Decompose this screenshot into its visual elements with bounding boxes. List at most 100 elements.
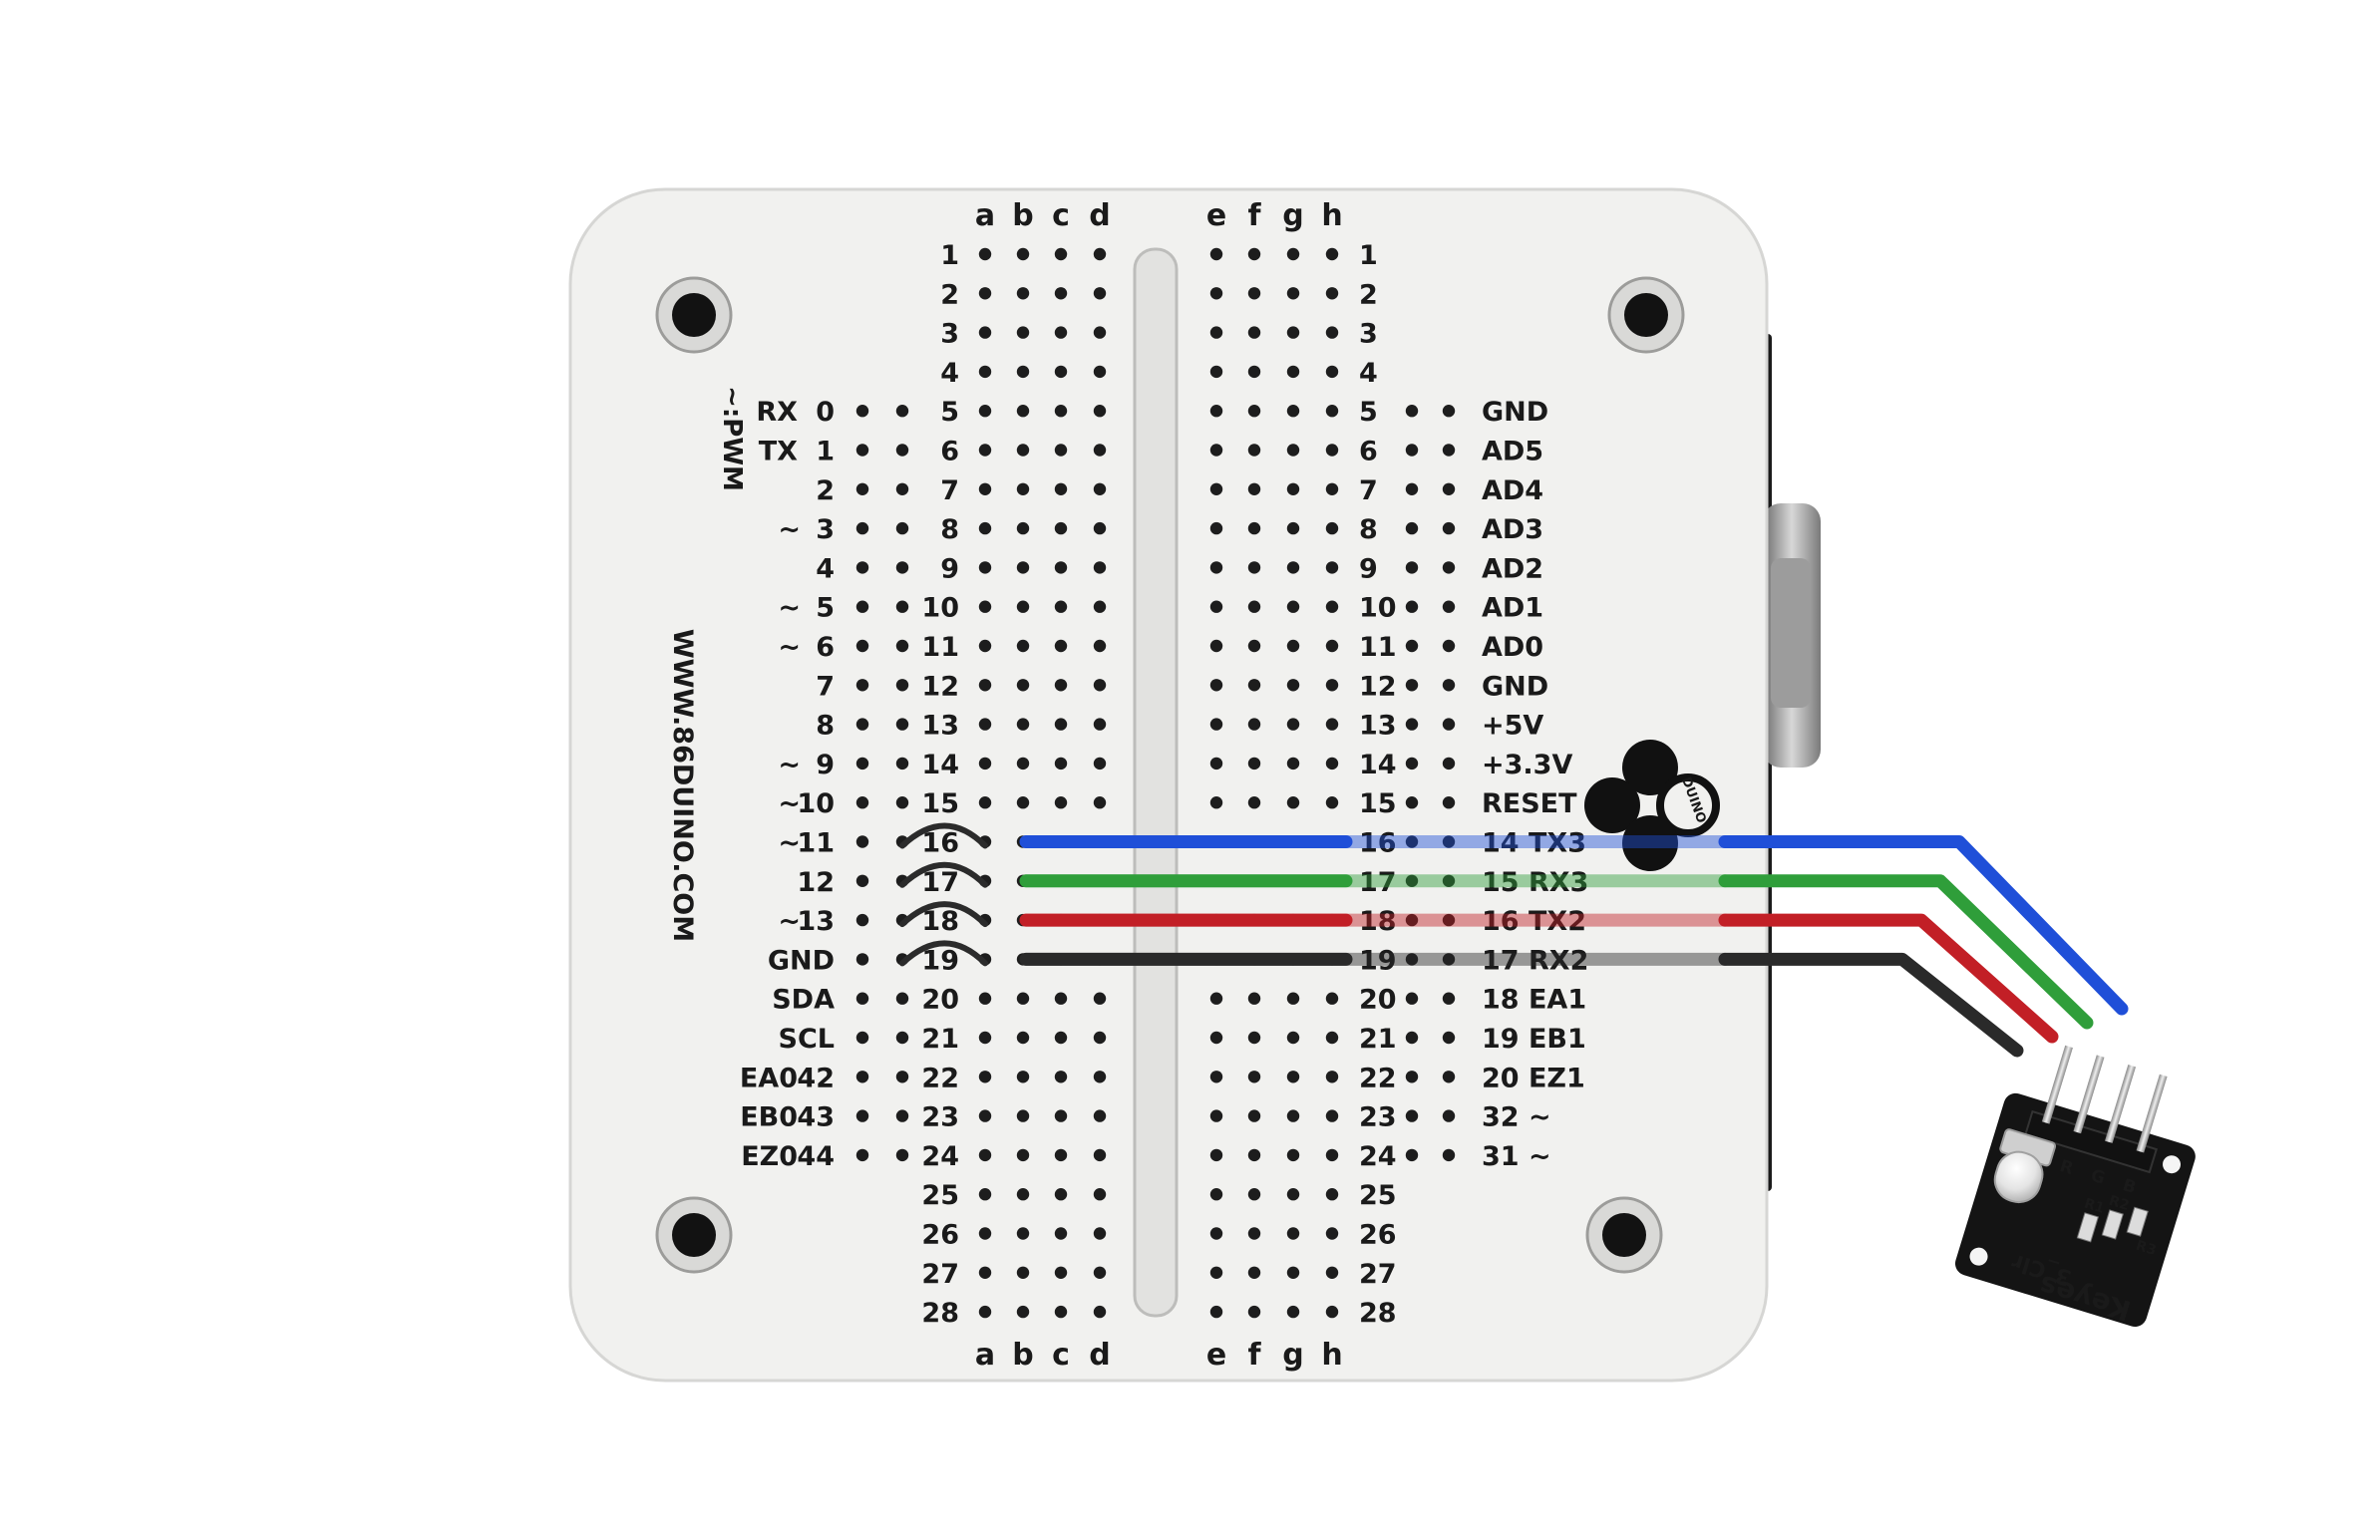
breadboard-hole — [1209, 561, 1223, 574]
pin-hole — [1405, 953, 1419, 966]
breadboard-hole — [978, 1266, 992, 1280]
breadboard-hole — [978, 247, 992, 261]
pin-hole — [1442, 405, 1456, 418]
breadboard-hole — [1325, 1031, 1339, 1045]
row-label-right: 16 — [1359, 828, 1397, 859]
row-label-right: 27 — [1359, 1259, 1397, 1290]
left-pin-number: 1 — [816, 437, 835, 467]
left-pin-name: ~ — [778, 788, 801, 819]
breadboard-hole — [978, 1227, 992, 1240]
breadboard-hole — [1209, 639, 1223, 653]
row-label-right: 7 — [1359, 475, 1378, 506]
row-label-right: 26 — [1359, 1220, 1397, 1251]
column-label-bottom: f — [1247, 1338, 1261, 1373]
breadboard-hole — [1093, 405, 1107, 418]
breadboard-hole — [1209, 1109, 1223, 1122]
breadboard-hole — [978, 365, 992, 379]
duino-logo-icon: DUINO — [1584, 740, 1720, 871]
pin-hole — [895, 521, 909, 535]
resistor-label: R2 — [2107, 1193, 2131, 1214]
wire — [1718, 913, 2059, 1044]
breadboard-hole — [1209, 247, 1223, 261]
row-label-right: 23 — [1359, 1102, 1397, 1133]
breadboard-hole — [1325, 718, 1339, 731]
pin-hole — [855, 561, 869, 574]
resistor-label: R3 — [2134, 1238, 2158, 1259]
row-label-left: 12 — [921, 671, 959, 702]
column-label-top: f — [1247, 198, 1261, 233]
breadboard-hole — [1286, 521, 1300, 535]
left-pin-number: SCL — [779, 1024, 835, 1055]
breadboard-hole — [1093, 1071, 1107, 1083]
resistor-label: R1 — [2082, 1196, 2106, 1217]
breadboard-hole — [1325, 796, 1339, 809]
pin-hole — [1442, 913, 1456, 927]
breadboard-hole — [1247, 1227, 1261, 1240]
breadboard-hole — [1054, 444, 1068, 457]
breadboard-hole — [1209, 1071, 1223, 1083]
pin-hole — [1442, 757, 1456, 770]
breadboard-hole — [1093, 365, 1107, 379]
left-pin-name: EA0 — [740, 1063, 798, 1093]
right-pin-label: 19 EB1 — [1482, 1024, 1586, 1055]
row-label-right: 14 — [1359, 750, 1397, 780]
right-pin-label: AD4 — [1482, 475, 1543, 506]
left-pin-number: 7 — [816, 671, 835, 702]
breadboard-hole — [1247, 1266, 1261, 1280]
breadboard-hole — [1016, 521, 1030, 535]
breadboard-hole — [1093, 482, 1107, 495]
left-pin-number: 0 — [816, 397, 835, 428]
column-label-top: a — [975, 198, 995, 233]
right-pin-label: +5V — [1482, 711, 1543, 742]
breadboard-hole — [1093, 796, 1107, 809]
row-label-right: 17 — [1359, 867, 1397, 898]
breadboard-hole — [1016, 287, 1030, 300]
breadboard-hole — [1209, 1305, 1223, 1319]
pin-hole — [855, 992, 869, 1005]
pin-hole — [855, 1148, 869, 1162]
breadboard-hole — [1209, 444, 1223, 457]
jumper-arc — [899, 901, 988, 928]
breadboard-hole — [978, 796, 992, 809]
row-label-right: 4 — [1359, 358, 1378, 389]
breadboard-hole — [1325, 1188, 1339, 1201]
breadboard-hole — [1325, 1148, 1339, 1162]
row-label-left: 22 — [921, 1063, 959, 1093]
column-label-bottom: h — [1321, 1338, 1342, 1373]
column-label-top: e — [1206, 198, 1226, 233]
breadboard-hole — [1247, 287, 1261, 300]
breadboard-hole — [1247, 1031, 1261, 1045]
pin-hole — [1442, 992, 1456, 1005]
breadboard-hole — [1247, 1148, 1261, 1162]
row-label-left: 17 — [921, 867, 959, 898]
right-pin-label: 18 EA1 — [1482, 985, 1586, 1016]
breadboard-hole — [1016, 1148, 1030, 1162]
pin-hole — [1405, 482, 1419, 495]
breadboard-hole — [1247, 405, 1261, 418]
right-pin-label: 32 ~ — [1482, 1102, 1551, 1133]
resistor-icon — [2076, 1212, 2099, 1243]
right-pin-label: GND — [1482, 397, 1548, 428]
breadboard-hole — [1325, 639, 1339, 653]
right-pin-labels: GNDAD5AD4AD3AD2AD1AD0GND+5V+3.3VRESET14 … — [1482, 397, 1588, 1172]
resistor-icon — [2101, 1209, 2124, 1240]
breadboard-hole — [978, 444, 992, 457]
breadboard-hole — [1209, 482, 1223, 495]
right-pin-label: 14 TX3 — [1482, 828, 1586, 859]
breadboard-hole — [1016, 600, 1030, 613]
pin-hole — [1442, 718, 1456, 731]
breadboard-hole — [1286, 679, 1300, 692]
breadboard-hole — [1247, 639, 1261, 653]
pin-hole — [855, 757, 869, 770]
breadboard-hole — [1054, 1148, 1068, 1162]
breadboard-hole — [1286, 444, 1300, 457]
row-label-right: 28 — [1359, 1298, 1397, 1329]
pin-hole — [895, 1031, 909, 1045]
breadboard-hole — [1093, 992, 1107, 1005]
row-label-right: 25 — [1359, 1180, 1397, 1211]
row-label-left: 16 — [921, 828, 959, 859]
breadboard-hole — [1286, 1305, 1300, 1319]
breadboard-hole — [1016, 1071, 1030, 1083]
breadboard-hole — [1247, 482, 1261, 495]
breadboard-hole — [1093, 1109, 1107, 1122]
